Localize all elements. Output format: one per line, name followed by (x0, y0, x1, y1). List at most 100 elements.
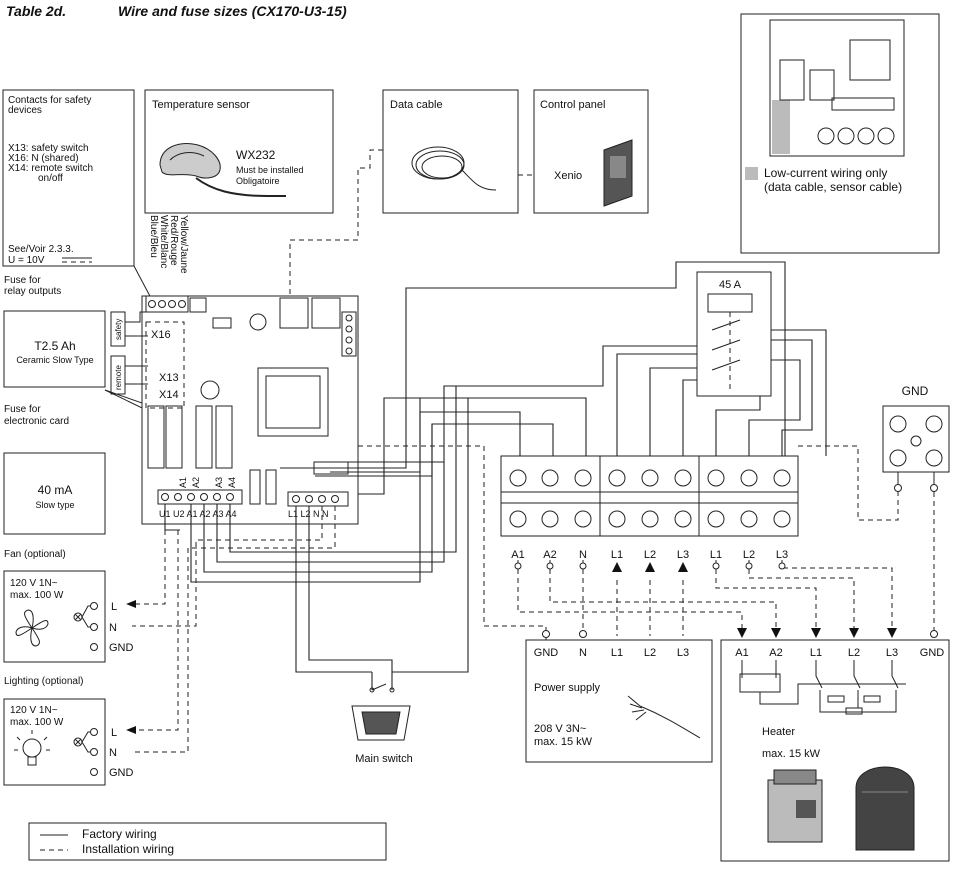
temp-sensor-title: Temperature sensor (152, 99, 250, 111)
fuse-40ma-rating: 40 mA (38, 483, 73, 497)
temp-sensor-note-2: Obligatoire (236, 176, 280, 186)
relay-a4: A4 (227, 477, 237, 488)
terminal-screws (509, 469, 791, 528)
legend: Factory wiring Installation wiring (28, 822, 387, 861)
heater-term-gnd: GND (920, 647, 945, 659)
gnd-block-label: GND (902, 384, 929, 398)
term-a1: A1 (511, 549, 524, 561)
lighting-spec-2: max. 100 W (10, 717, 64, 728)
lighting-term-gnd: GND (109, 767, 134, 779)
main-switch: Main switch (351, 683, 413, 765)
power-supply-box: GND N L1 L2 L3 Power supply 208 V 3N~ ma… (525, 639, 713, 763)
diagram-title: Wire and fuse sizes (CX170-U3-15) (118, 3, 347, 19)
board-terminals-right: L1 L2 N N (288, 509, 329, 519)
ps-term-l3: L3 (677, 647, 689, 659)
factory-wiring (164, 261, 827, 690)
safety-remote-switches: safety remote X16 X13 X14 (110, 311, 185, 409)
contacts-heading: Contacts for safety (8, 95, 91, 106)
lighting-box: 120 V 1N~ max. 100 W (3, 698, 106, 786)
ps-spec-2: max. 15 kW (534, 736, 593, 748)
fan-term-n: N (109, 622, 117, 634)
relay-a1: A1 (178, 477, 188, 488)
relay-a3: A3 (214, 477, 224, 488)
ps-title: Power supply (534, 682, 601, 694)
contactor: 45 A (696, 271, 772, 397)
heater-icons (767, 766, 915, 851)
wire-red: Red/Rouge (168, 215, 179, 266)
control-panel-name: Xenio (554, 170, 582, 182)
relay-a2: A2 (191, 477, 201, 488)
term-n: N (579, 549, 587, 561)
legend-installation: Installation wiring (82, 842, 174, 856)
safety-label: safety (114, 319, 123, 340)
term-l3-out: L3 (776, 549, 788, 561)
fan-icon (15, 609, 49, 647)
ps-term-gnd: GND (534, 647, 559, 659)
light-bulb-icon (14, 730, 50, 766)
term-l2: L2 (644, 549, 656, 561)
ps-spec: 208 V 3N~ (534, 723, 586, 735)
legend-factory: Factory wiring (82, 827, 157, 841)
temperature-sensor-box: Temperature sensor WX232 Must be install… (144, 89, 334, 214)
heater-term-l2: L2 (848, 647, 860, 659)
ps-term-l2: L2 (644, 647, 656, 659)
fan-spec: 120 V 1N~ (10, 578, 58, 589)
gnd-block: GND (882, 384, 950, 492)
wire-white: White/Blanc (158, 215, 169, 268)
heater-term-a1: A1 (735, 647, 748, 659)
heater-term-l3: L3 (886, 647, 898, 659)
fuse-card-label: Fuse for (4, 404, 41, 415)
board-terminals-left: U1 U2 A1 A2 A3 A4 (159, 509, 237, 519)
fuse-card-label-2: electronic card (4, 416, 69, 427)
term-l1: L1 (611, 549, 623, 561)
contacts-voltage: U = 10V (8, 255, 45, 266)
temperature-sensor-icon (159, 143, 286, 197)
fan-label: Fan (optional) (4, 549, 66, 560)
control-panel-box: Control panel Xenio (533, 89, 649, 214)
contactor-rating: 45 A (719, 279, 742, 291)
data-cable-icon (411, 146, 497, 191)
heater-box: A1 A2 L1 L2 L3 GND Heater max. 15 kW (720, 639, 950, 862)
fuse-relay-label-2: relay outputs (4, 286, 61, 297)
contacts-x13: X13: safety switch (8, 143, 89, 154)
wire-color-labels: Blue/Bleu White/Blanc Red/Rouge Yellow/J… (148, 215, 189, 274)
x16-label: X16 (151, 329, 171, 341)
data-cable-box: Data cable (382, 89, 519, 214)
terminal-labels: A1 A2 N L1 L2 L3 L1 L2 L3 (511, 549, 788, 561)
fuse-t25-rating: T2.5 Ah (34, 339, 75, 353)
fuse-t25-box: T2.5 Ah Ceramic Slow Type (3, 310, 106, 388)
wire-blue: Blue/Bleu (148, 215, 159, 258)
fan-term-l: L (111, 601, 117, 613)
contacts-x14: X14: remote switch (8, 163, 93, 174)
heater-title: Heater (762, 726, 795, 738)
x13-label: X13 (159, 372, 179, 384)
lighting-spec: 120 V 1N~ (10, 705, 58, 716)
board-bottom-screws (161, 493, 339, 503)
term-l1-out: L1 (710, 549, 722, 561)
table-number: Table 2d. (6, 3, 66, 19)
remote-label: remote (114, 365, 123, 390)
fuse-40ma-box: 40 mA Slow type (3, 452, 106, 535)
control-panel-icon (603, 139, 633, 207)
ps-term-n: N (579, 647, 587, 659)
data-cable-title: Data cable (390, 99, 443, 111)
wire-yellow: Yellow/Jaune (178, 215, 189, 274)
term-l2-out: L2 (743, 549, 755, 561)
temp-sensor-model: WX232 (236, 148, 276, 162)
contacts-heading-2: devices (8, 105, 42, 116)
contacts-x14-2: on/off (38, 173, 63, 184)
low-current-text: Low-current wiring only (764, 166, 887, 180)
contacts-see: See/Voir 2.3.3. (8, 244, 74, 255)
controller-thumbnail (769, 19, 905, 157)
fuse-t25-type: Ceramic Slow Type (16, 355, 93, 365)
heater-term-l1: L1 (810, 647, 822, 659)
contacts-x16: X16: N (shared) (8, 153, 79, 164)
low-current-text-2: (data cable, sensor cable) (764, 180, 902, 194)
heater-term-a2: A2 (769, 647, 782, 659)
x14-label: X14 (159, 389, 179, 401)
fuse-40ma-type: Slow type (35, 500, 74, 510)
fan-box: 120 V 1N~ max. 100 W (3, 570, 106, 663)
temp-sensor-note: Must be installed (236, 165, 304, 175)
control-panel-title: Control panel (540, 99, 605, 111)
lighting-term-n: N (109, 747, 117, 759)
